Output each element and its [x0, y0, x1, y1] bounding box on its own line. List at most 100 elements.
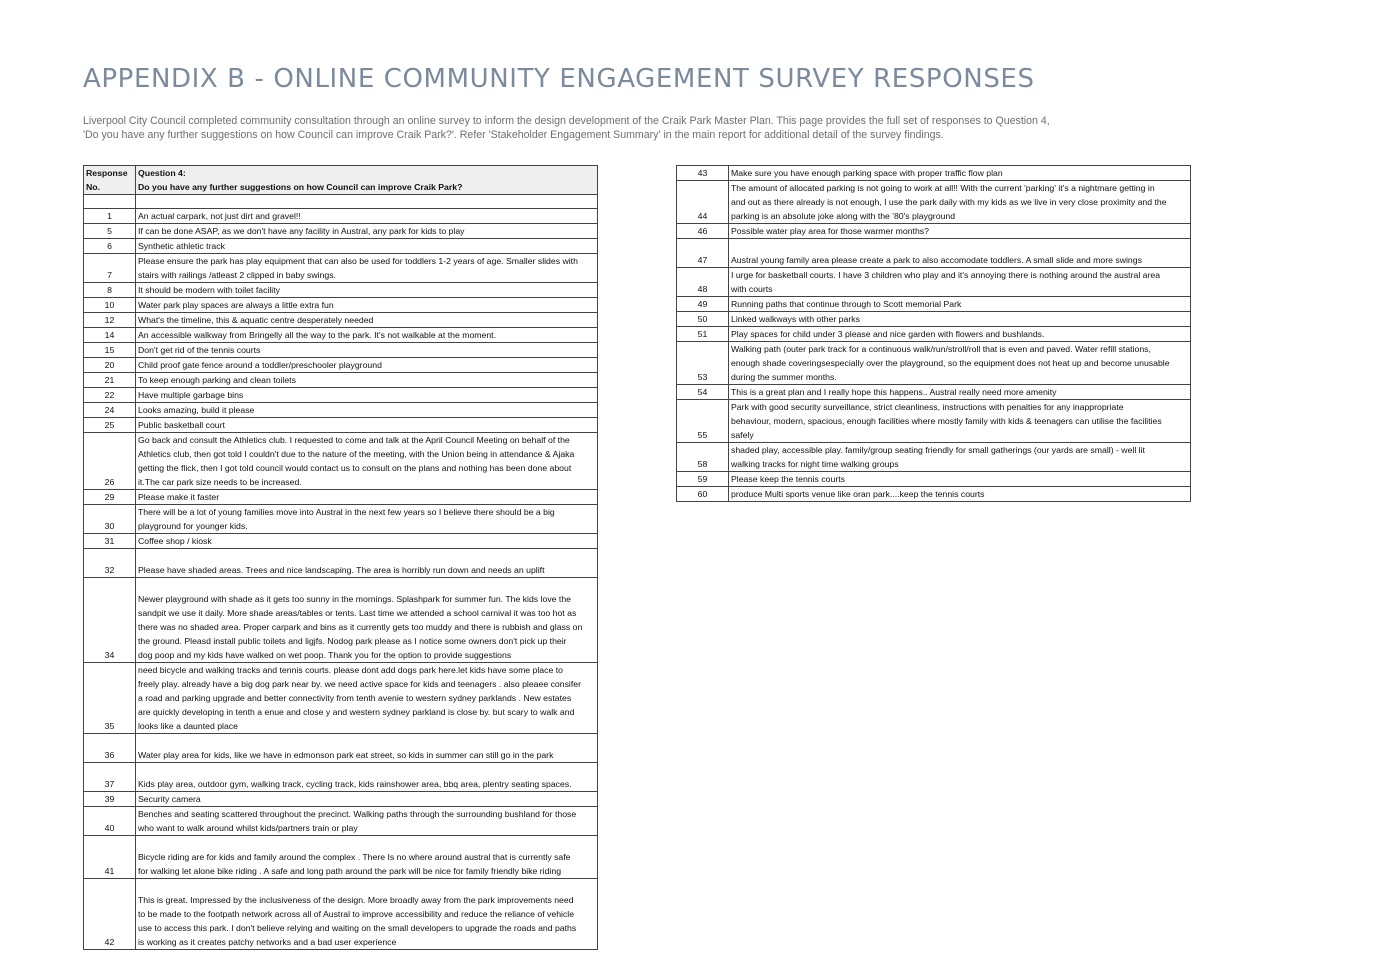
- response-text: If can be done ASAP, as we don't have an…: [135, 223, 598, 239]
- response-text: Looks amazing, build it please: [135, 402, 598, 418]
- response-number: 47: [676, 238, 729, 268]
- response-text: produce Multi sports venue like oran par…: [728, 486, 1191, 502]
- response-number: 48: [676, 267, 729, 297]
- response-number: 15: [83, 342, 136, 358]
- response-text: Coffee shop / kiosk: [135, 533, 598, 549]
- response-text: Have multiple garbage bins: [135, 387, 598, 403]
- response-text: Kids play area, outdoor gym, walking tra…: [135, 762, 598, 792]
- table-header-row: Response No. Question 4: Do you have any…: [83, 165, 598, 195]
- intro-paragraph: Liverpool City Council completed communi…: [83, 114, 1063, 142]
- response-number: 54: [676, 384, 729, 400]
- response-text: An actual carpark, not just dirt and gra…: [135, 208, 598, 224]
- response-text: Go back and consult the Athletics club. …: [135, 432, 598, 490]
- response-text: Walking path (outer park track for a con…: [728, 341, 1191, 385]
- response-number: 8: [83, 282, 136, 298]
- response-number: 32: [83, 548, 136, 578]
- response-text: Play spaces for child under 3 please and…: [728, 326, 1191, 342]
- intro-line-2: 'Do you have any further suggestions on …: [83, 129, 944, 141]
- response-text: It should be modern with toilet facility: [135, 282, 598, 298]
- responses-table-left: Response No. Question 4: Do you have any…: [83, 165, 598, 950]
- intro-line-1: Liverpool City Council completed communi…: [83, 115, 1050, 127]
- response-number: 24: [83, 402, 136, 418]
- response-text: Benches and seating scattered throughout…: [135, 806, 598, 836]
- response-text: Austral young family area please create …: [728, 238, 1191, 268]
- response-text: Newer playground with shade as it gets t…: [135, 577, 598, 663]
- response-number: 55: [676, 399, 729, 443]
- response-text: Bicycle riding are for kids and family a…: [135, 835, 598, 879]
- response-text: Public basketball court: [135, 417, 598, 433]
- header-question: Question 4: Do you have any further sugg…: [135, 165, 598, 195]
- response-number: 30: [83, 504, 136, 534]
- response-text: An accessible walkway from Bringelly all…: [135, 327, 598, 343]
- page-title: APPENDIX B - ONLINE COMMUNITY ENGAGEMENT…: [83, 64, 1035, 94]
- response-text: I urge for basketball courts. I have 3 c…: [728, 267, 1191, 297]
- table-row: 47 Austral young family area please crea…: [676, 238, 1191, 268]
- response-number: 14: [83, 327, 136, 343]
- response-text: need bicycle and walking tracks and tenn…: [135, 662, 598, 734]
- response-number: 29: [83, 489, 136, 505]
- response-text: Please have shaded areas. Trees and nice…: [135, 548, 598, 578]
- response-number: 59: [676, 471, 729, 487]
- response-number: 10: [83, 297, 136, 313]
- response-number: 49: [676, 296, 729, 312]
- table-row: 32 Please have shaded areas. Trees and n…: [83, 548, 598, 578]
- response-number: 50: [676, 311, 729, 327]
- response-text: Security camera: [135, 791, 598, 807]
- response-number: 42: [83, 878, 136, 950]
- response-number: 40: [83, 806, 136, 836]
- response-number: 12: [83, 312, 136, 328]
- response-text: Synthetic athletic track: [135, 238, 598, 254]
- response-text: What's the timeline, this & aquatic cent…: [135, 312, 598, 328]
- response-number: 25: [83, 417, 136, 433]
- response-number: 46: [676, 223, 729, 239]
- response-number: 1: [83, 208, 136, 224]
- response-number: 58: [676, 442, 729, 472]
- response-text: Park with good security surveillance, st…: [728, 399, 1191, 443]
- response-text: This is great. Impressed by the inclusiv…: [135, 878, 598, 950]
- response-number: 22: [83, 387, 136, 403]
- response-text: Please make it faster: [135, 489, 598, 505]
- table-row: 36 Water play area for kids, like we hav…: [83, 733, 598, 763]
- response-number: 34: [83, 577, 136, 663]
- response-number: 44: [676, 180, 729, 224]
- response-number: 26: [83, 432, 136, 490]
- response-number: [83, 194, 136, 209]
- response-text: shaded play, accessible play. family/gro…: [728, 442, 1191, 472]
- table-row: 34 Newer playground with shade as it get…: [83, 577, 598, 663]
- table-row: 41 Bicycle riding are for kids and famil…: [83, 835, 598, 879]
- response-text: [135, 194, 598, 209]
- response-number: 39: [83, 791, 136, 807]
- header-response-no: Response No.: [83, 165, 136, 195]
- table-row: [83, 194, 598, 209]
- response-text: To keep enough parking and clean toilets: [135, 372, 598, 388]
- table-row: 37 Kids play area, outdoor gym, walking …: [83, 762, 598, 792]
- response-text: There will be a lot of young families mo…: [135, 504, 598, 534]
- response-text: Water play area for kids, like we have i…: [135, 733, 598, 763]
